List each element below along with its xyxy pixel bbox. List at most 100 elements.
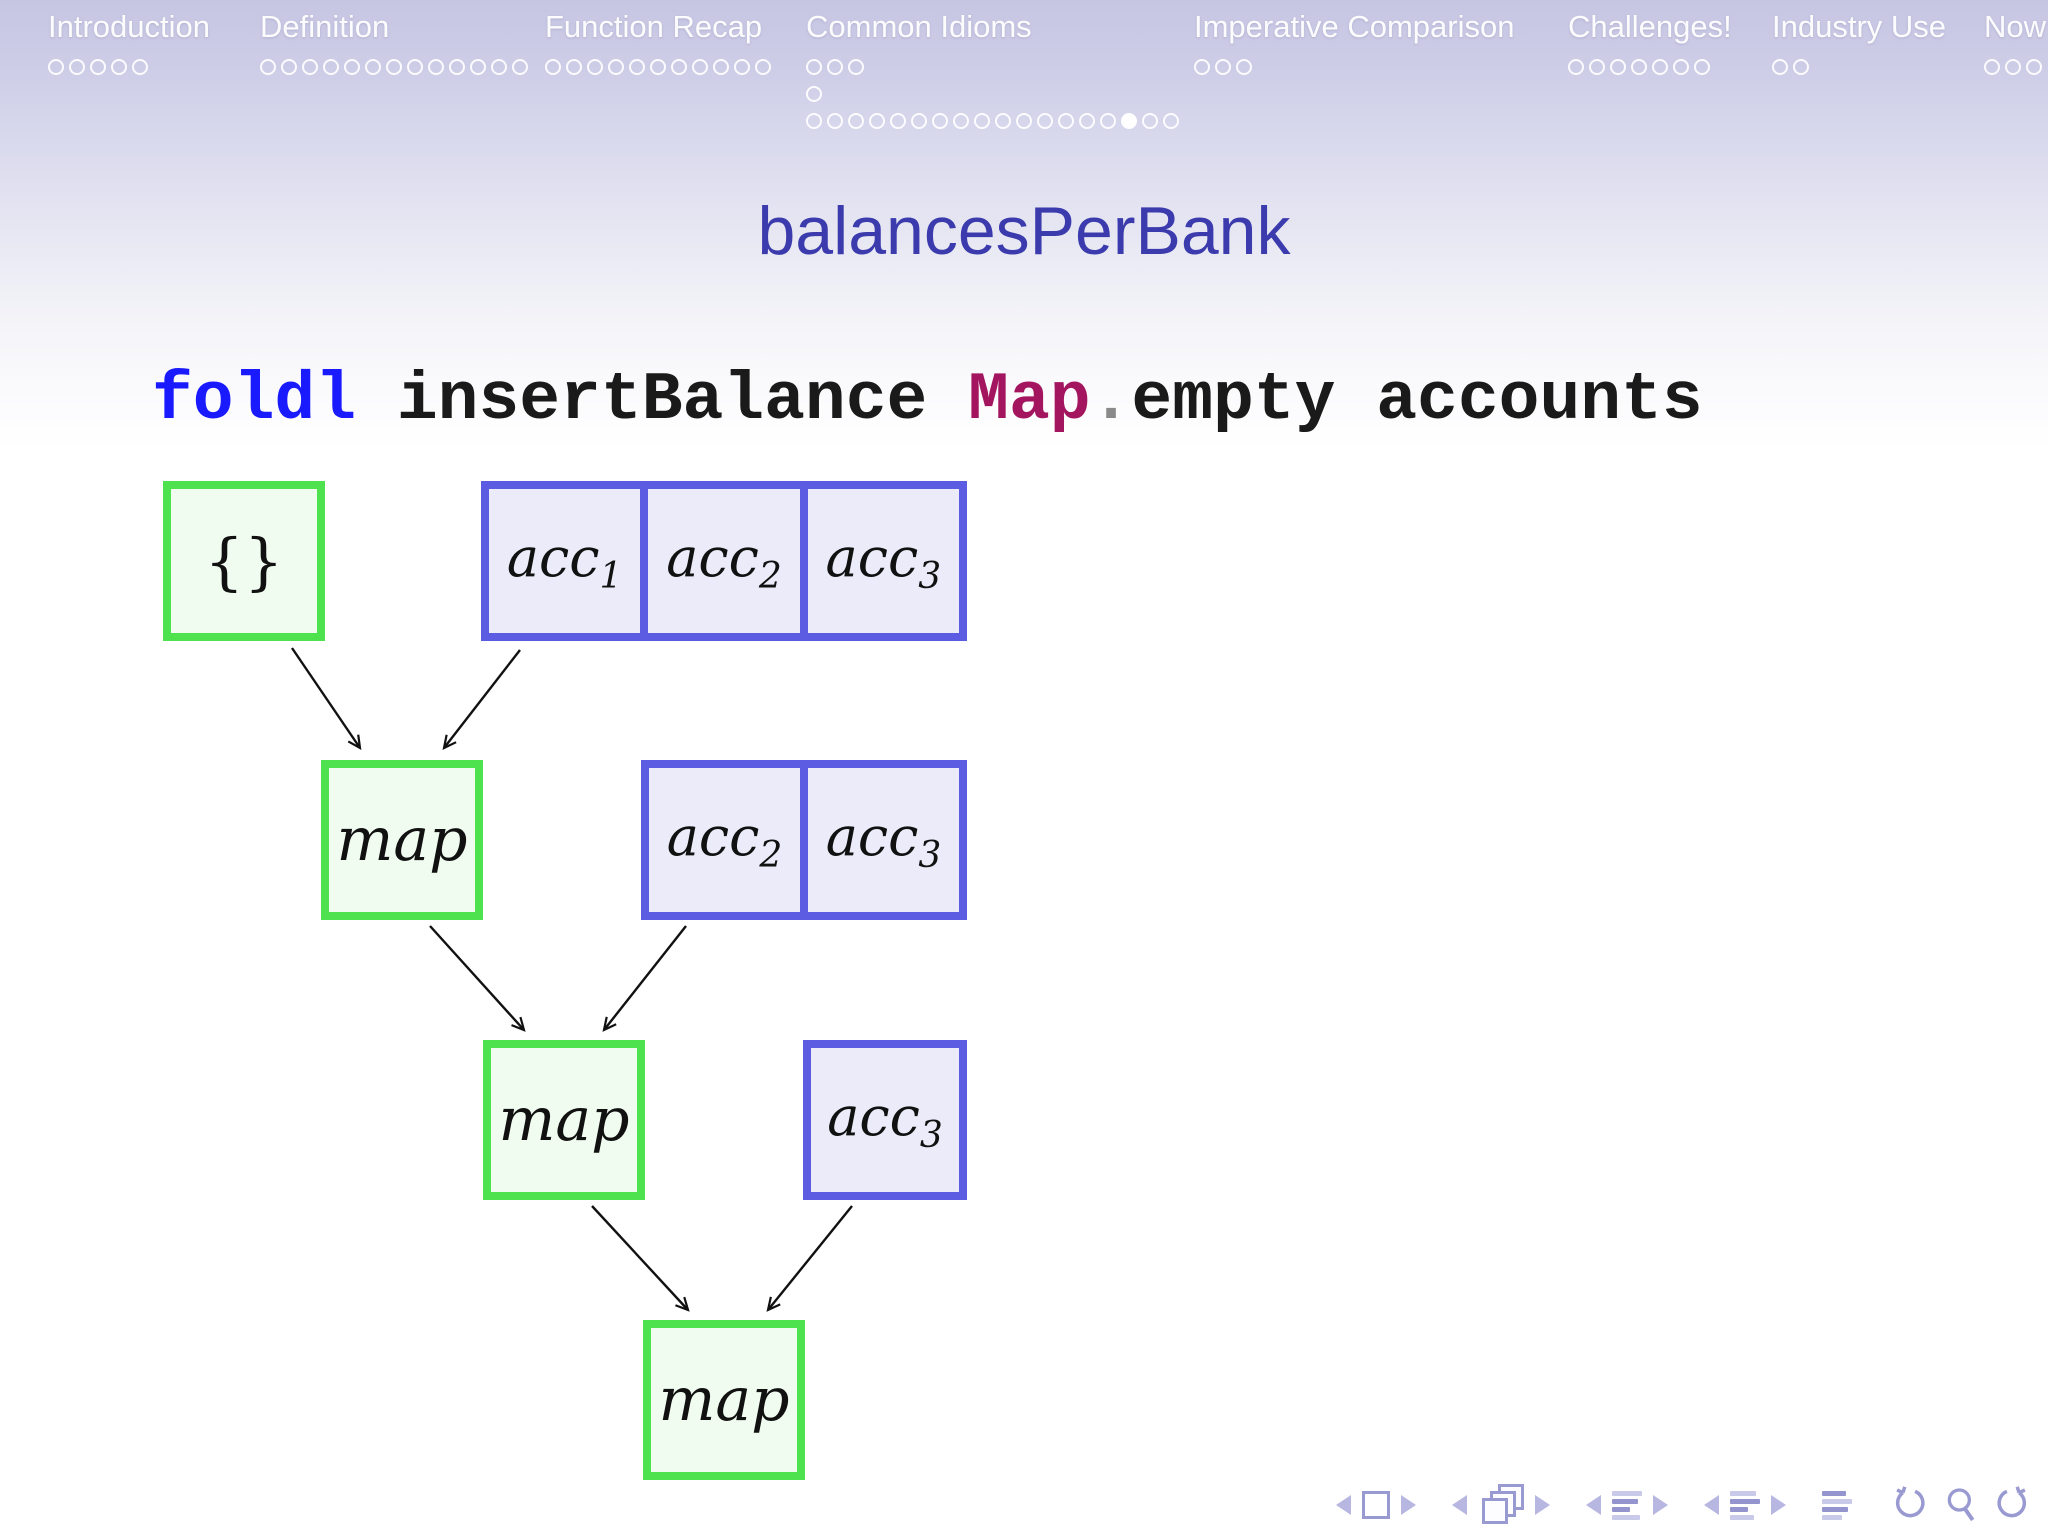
mini-slide-dot[interactable] bbox=[890, 113, 906, 129]
mini-slide-dot[interactable] bbox=[566, 59, 582, 75]
mini-slide-dot[interactable] bbox=[1215, 59, 1231, 75]
nav-link-definition[interactable]: Definition bbox=[260, 9, 390, 44]
mini-slide-dot[interactable] bbox=[1610, 59, 1626, 75]
mini-slide-dot[interactable] bbox=[806, 86, 822, 102]
mini-slide-dot[interactable] bbox=[608, 59, 624, 75]
mini-slide-dot[interactable] bbox=[1589, 59, 1605, 75]
search-icon[interactable] bbox=[1941, 1484, 1981, 1526]
mini-slide-dot[interactable] bbox=[827, 59, 843, 75]
next-frame-icon[interactable] bbox=[1535, 1495, 1550, 1515]
mini-slide-dot[interactable] bbox=[1236, 59, 1252, 75]
mini-slide-dot[interactable] bbox=[932, 113, 948, 129]
mini-slide-dot[interactable] bbox=[386, 59, 402, 75]
mini-slide-dot[interactable] bbox=[911, 113, 927, 129]
document-outline-icon[interactable] bbox=[1822, 1490, 1852, 1520]
mini-slide-dot[interactable] bbox=[365, 59, 381, 75]
mini-slide-dot[interactable] bbox=[48, 59, 64, 75]
mini-slide-dot[interactable] bbox=[1793, 59, 1809, 75]
prev-section-icon[interactable] bbox=[1704, 1495, 1719, 1515]
mini-slide-dot-row bbox=[48, 59, 210, 76]
nav-link-challenges[interactable]: Challenges! bbox=[1568, 9, 1732, 44]
mini-slide-dot[interactable] bbox=[1100, 113, 1116, 129]
mini-slide-dot[interactable] bbox=[1652, 59, 1668, 75]
mini-slide-dot[interactable] bbox=[806, 59, 822, 75]
prev-frame-icon[interactable] bbox=[1452, 1495, 1467, 1515]
mini-slide-dot[interactable] bbox=[848, 59, 864, 75]
mini-slide-dot[interactable] bbox=[1142, 113, 1158, 129]
nav-dots-industry-use bbox=[1772, 59, 1946, 76]
mini-slide-dot[interactable] bbox=[1016, 113, 1032, 129]
section-nav-group bbox=[1704, 1490, 1786, 1520]
back-icon[interactable] bbox=[1888, 1484, 1930, 1526]
mini-slide-dot[interactable] bbox=[848, 113, 864, 129]
prev-slide-icon[interactable] bbox=[1336, 1495, 1351, 1515]
prev-subsection-icon[interactable] bbox=[1586, 1495, 1601, 1515]
mini-slide-dot[interactable] bbox=[90, 59, 106, 75]
mini-slide-dot[interactable] bbox=[281, 59, 297, 75]
mini-slide-dot[interactable] bbox=[1694, 59, 1710, 75]
mini-slide-dot[interactable] bbox=[323, 59, 339, 75]
mini-slide-dot[interactable] bbox=[692, 59, 708, 75]
mini-slide-dot[interactable] bbox=[449, 59, 465, 75]
slide-frame-icon[interactable] bbox=[1362, 1491, 1390, 1519]
mini-slide-dot-row bbox=[1984, 59, 2047, 76]
mini-slide-dot[interactable] bbox=[806, 113, 822, 129]
mini-slide-dot[interactable] bbox=[2026, 59, 2042, 75]
mini-slide-dot[interactable] bbox=[1079, 113, 1095, 129]
mini-slide-dot[interactable] bbox=[1058, 113, 1074, 129]
next-section-icon[interactable] bbox=[1771, 1495, 1786, 1515]
mini-slide-dot[interactable] bbox=[1037, 113, 1053, 129]
mini-slide-dot-current[interactable] bbox=[1121, 113, 1137, 129]
mini-slide-dot[interactable] bbox=[1772, 59, 1788, 75]
mini-slide-dot[interactable] bbox=[1568, 59, 1584, 75]
arrow-map1-to-map2 bbox=[429, 925, 526, 1032]
forward-icon[interactable] bbox=[1992, 1484, 2034, 1526]
mini-slide-dot[interactable] bbox=[428, 59, 444, 75]
node-map-1: map bbox=[321, 760, 483, 920]
arrow-empty-to-map1 bbox=[291, 647, 362, 751]
subsection-list-icon[interactable] bbox=[1612, 1490, 1642, 1520]
mini-slide-dot[interactable] bbox=[302, 59, 318, 75]
frames-icon[interactable] bbox=[1478, 1484, 1524, 1526]
mini-slide-dot[interactable] bbox=[470, 59, 486, 75]
mini-slide-dot[interactable] bbox=[734, 59, 750, 75]
mini-slide-dot[interactable] bbox=[111, 59, 127, 75]
mini-slide-dot[interactable] bbox=[132, 59, 148, 75]
mini-slide-dot[interactable] bbox=[1194, 59, 1210, 75]
mini-slide-dot[interactable] bbox=[1984, 59, 2000, 75]
mini-slide-dot[interactable] bbox=[407, 59, 423, 75]
slide-nav-group bbox=[1336, 1491, 1416, 1519]
mini-slide-dot[interactable] bbox=[629, 59, 645, 75]
nav-link-now[interactable]: Now bbox=[1984, 9, 2047, 44]
mini-slide-dot[interactable] bbox=[650, 59, 666, 75]
nav-link-imperative-comparison[interactable]: Imperative Comparison bbox=[1194, 9, 1515, 44]
section-list-icon[interactable] bbox=[1730, 1490, 1760, 1520]
mini-slide-dot[interactable] bbox=[755, 59, 771, 75]
mini-slide-dot[interactable] bbox=[587, 59, 603, 75]
mini-slide-dot[interactable] bbox=[491, 59, 507, 75]
mini-slide-dot[interactable] bbox=[953, 113, 969, 129]
mini-slide-dot[interactable] bbox=[671, 59, 687, 75]
mini-slide-dot[interactable] bbox=[713, 59, 729, 75]
mini-slide-dot[interactable] bbox=[69, 59, 85, 75]
mini-slide-dot[interactable] bbox=[974, 113, 990, 129]
mini-slide-dot[interactable] bbox=[512, 59, 528, 75]
nav-link-introduction[interactable]: Introduction bbox=[48, 9, 210, 44]
mini-slide-dot[interactable] bbox=[869, 113, 885, 129]
next-slide-icon[interactable] bbox=[1401, 1495, 1416, 1515]
mini-slide-dot[interactable] bbox=[2005, 59, 2021, 75]
mini-slide-dot[interactable] bbox=[260, 59, 276, 75]
nav-link-common-idioms[interactable]: Common Idioms bbox=[806, 9, 1032, 44]
mini-slide-dot[interactable] bbox=[995, 113, 1011, 129]
next-subsection-icon[interactable] bbox=[1653, 1495, 1668, 1515]
mini-slide-dot[interactable] bbox=[545, 59, 561, 75]
nav-link-industry-use[interactable]: Industry Use bbox=[1772, 9, 1947, 44]
mini-slide-dot[interactable] bbox=[344, 59, 360, 75]
mini-slide-dot[interactable] bbox=[1631, 59, 1647, 75]
mini-slide-dot[interactable] bbox=[827, 113, 843, 129]
mini-slide-dot[interactable] bbox=[1163, 113, 1179, 129]
mini-slide-dot-row bbox=[260, 59, 533, 76]
nav-link-function-recap[interactable]: Function Recap bbox=[545, 9, 763, 44]
mini-slide-dot[interactable] bbox=[1673, 59, 1689, 75]
mini-slide-dot-row bbox=[1772, 59, 1946, 76]
